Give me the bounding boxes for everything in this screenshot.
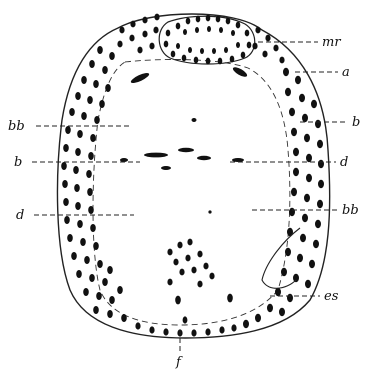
top-wall-cells <box>117 14 284 64</box>
right-wall-cells <box>243 68 324 328</box>
central-streaks <box>120 65 248 213</box>
label-f: f <box>175 355 183 370</box>
neural-tube-cells <box>164 15 252 65</box>
label-d-left: d <box>16 208 24 223</box>
label-bb-left: bb <box>8 119 25 134</box>
gut-cell-cluster <box>167 239 232 324</box>
label-b-right: b <box>352 115 360 130</box>
left-wall-cells <box>61 46 127 322</box>
label-d-right: d <box>340 155 348 170</box>
label-bb-right: bb <box>342 203 359 218</box>
label-a: a <box>342 65 350 80</box>
inner-wall-outline <box>93 60 290 325</box>
outer-wall-outline <box>57 14 329 338</box>
label-b-left: b <box>14 155 22 170</box>
label-es: es <box>324 289 339 304</box>
label-mr: mr <box>322 35 341 50</box>
